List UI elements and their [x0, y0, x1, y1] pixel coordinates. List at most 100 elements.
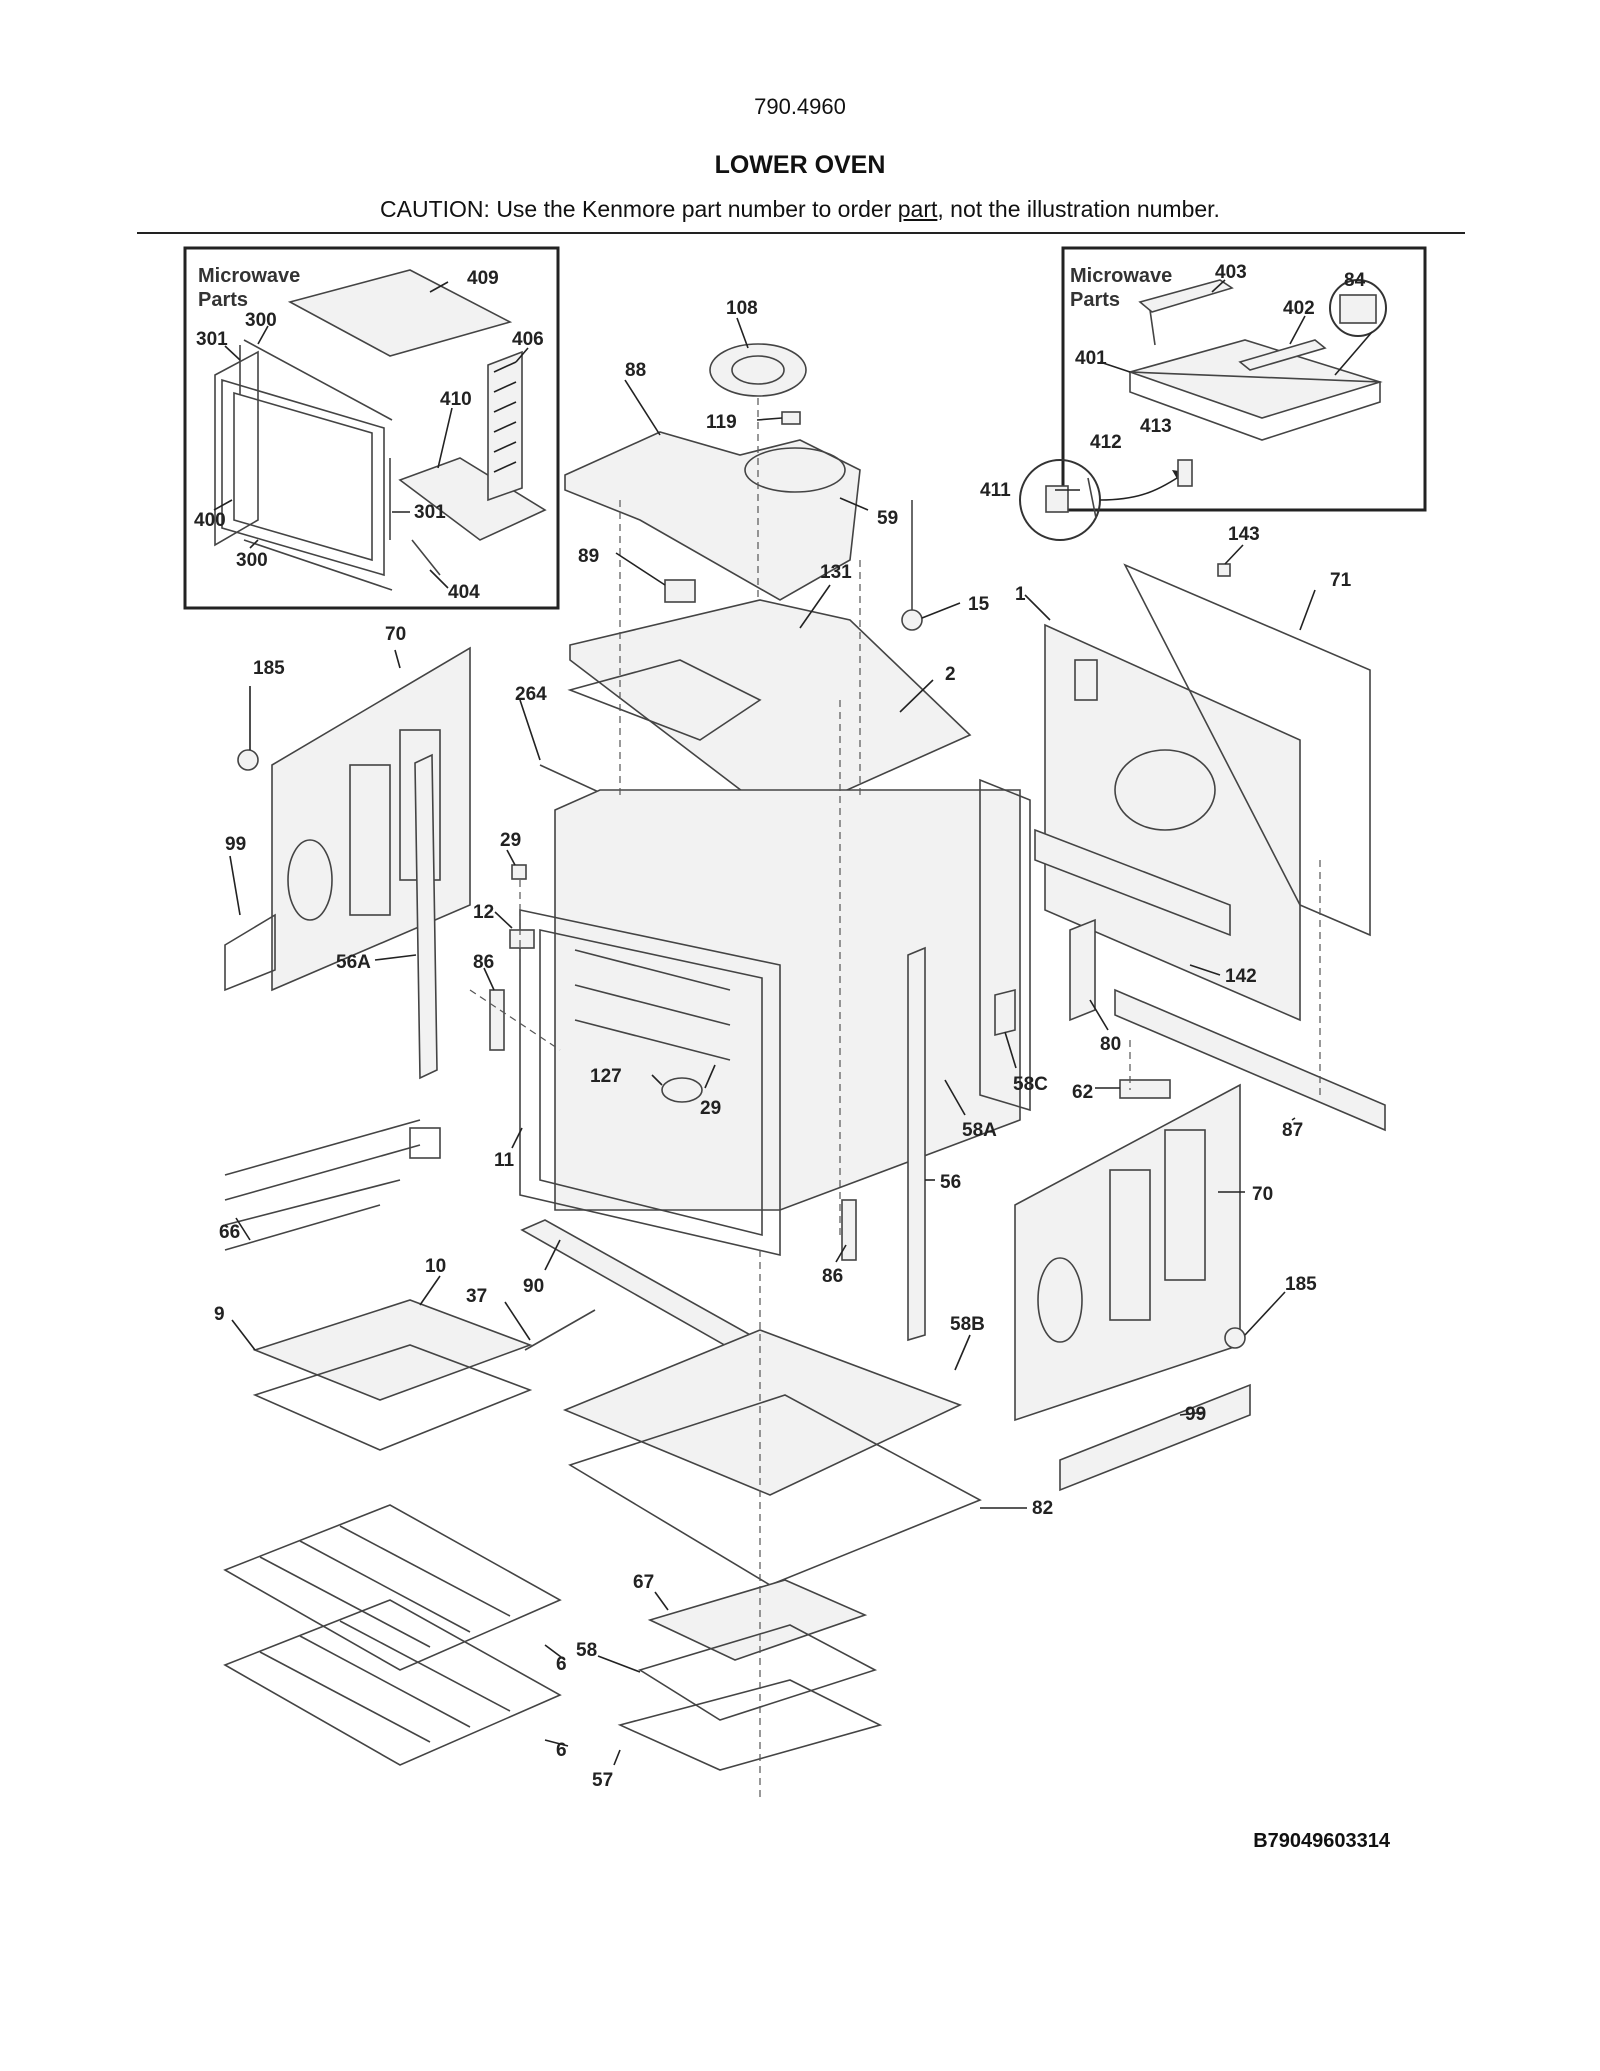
callout-99-left: 99	[225, 834, 246, 855]
side-panel-right-70	[1014, 1083, 1241, 1422]
fan-housing	[564, 431, 861, 601]
callout-142: 142	[1225, 966, 1257, 987]
mw-bottom-panel	[398, 457, 547, 541]
callout-66: 66	[219, 1222, 240, 1243]
callout-86-left: 86	[473, 952, 494, 973]
callout-56a: 56A	[336, 952, 371, 973]
callout-58b: 58B	[950, 1314, 985, 1335]
caution-text-suffix: , not the illustration number.	[937, 196, 1220, 222]
callout-401: 401	[1075, 348, 1107, 369]
callout-57: 57	[592, 1770, 613, 1791]
element-mount	[409, 1127, 441, 1159]
callout-62: 62	[1072, 1082, 1093, 1103]
callout-301-side: 301	[414, 502, 446, 523]
mw-top-panel	[287, 269, 513, 357]
mw-trim-bottom	[243, 539, 393, 591]
element-67	[647, 1579, 868, 1661]
header-divider	[137, 232, 1465, 234]
model-number: 790.4960	[754, 94, 846, 119]
bracket-80	[1069, 918, 1096, 1022]
cover-58	[638, 1624, 878, 1721]
mw-fuse-411	[1045, 485, 1069, 513]
microwave-box-right-title-1: Microwave	[1070, 265, 1172, 287]
callout-12: 12	[473, 902, 494, 923]
callout-411: 411	[980, 480, 1011, 501]
bottom-frame-82	[568, 1394, 982, 1586]
callout-56: 56	[940, 1172, 961, 1193]
callout-185-left: 185	[253, 658, 285, 679]
mw-cabinet-sides	[1129, 371, 1381, 441]
diagram-code: B79049603314	[1253, 1830, 1390, 1852]
callout-402: 402	[1283, 298, 1315, 319]
callout-15: 15	[968, 594, 990, 615]
cavity-side	[979, 778, 1031, 1112]
rail-56	[907, 946, 926, 1342]
top-plate	[569, 599, 972, 821]
microwave-box-left-title-2: Parts	[198, 289, 248, 311]
mw-vent-grille	[487, 350, 523, 502]
callout-11: 11	[494, 1150, 515, 1171]
callout-410: 410	[440, 389, 472, 410]
rail-56a	[414, 753, 438, 1080]
callout-413: 413	[1140, 416, 1172, 437]
plug-185-right	[1224, 1327, 1246, 1349]
rail-87	[1114, 988, 1386, 1132]
callout-1: 1	[1015, 584, 1026, 605]
convection-fan	[709, 343, 807, 397]
microwave-parts-box-left: Microwave Parts 409 300 301	[183, 246, 560, 610]
callout-29-bottom: 29	[700, 1098, 721, 1119]
mw-bracket-402	[1238, 339, 1327, 371]
callout-58c: 58C	[1013, 1074, 1048, 1095]
mw-switch-84	[1339, 294, 1377, 324]
mw-door-frame-inner	[233, 391, 373, 562]
callout-10: 10	[425, 1256, 446, 1277]
mw-door-frame-side	[214, 350, 259, 547]
callout-400: 400	[194, 510, 226, 531]
part-86-left	[489, 989, 505, 1051]
mw-door-frame	[221, 378, 385, 577]
liner-top-264	[567, 659, 762, 741]
oven-rack-1	[223, 1504, 562, 1671]
oven-rack-2	[223, 1599, 562, 1766]
callout-2: 2	[945, 664, 956, 685]
part-29	[511, 864, 527, 880]
broil-pan-9	[252, 1344, 533, 1451]
callout-131: 131	[820, 562, 852, 583]
terminal-62	[1119, 1079, 1171, 1099]
bracket-99-left	[224, 913, 276, 992]
callout-6-lower: 6	[556, 1740, 567, 1761]
callout-67: 67	[633, 1572, 654, 1593]
back-panel-1	[1044, 623, 1301, 1022]
bake-element-66	[224, 1119, 421, 1251]
callout-143: 143	[1228, 524, 1260, 545]
callout-80: 80	[1100, 1034, 1121, 1055]
part-86-right	[841, 1199, 857, 1261]
callout-119: 119	[706, 412, 737, 433]
callout-37: 37	[466, 1286, 487, 1307]
microwave-box-right-title-2: Parts	[1070, 289, 1120, 311]
detail-arrow	[1099, 471, 1187, 501]
callout-87: 87	[1282, 1120, 1303, 1141]
caution-text-underlined: part	[897, 196, 938, 222]
mw-rod	[411, 539, 441, 576]
callout-9: 9	[214, 1304, 225, 1325]
callout-6-upper: 6	[556, 1654, 567, 1675]
callout-108: 108	[726, 298, 758, 319]
rear-cover-71	[1123, 563, 1371, 937]
callout-404: 404	[448, 582, 480, 603]
microwave-parts-box-right: Microwave Parts 403 84 402 401 412 413 4…	[980, 246, 1427, 541]
mw-bracket-403	[1138, 279, 1234, 313]
callout-409: 409	[467, 268, 499, 289]
callout-84: 84	[1344, 270, 1366, 291]
microwave-box-left-title-1: Microwave	[198, 265, 300, 287]
callout-301-top: 301	[196, 329, 228, 350]
part-119	[781, 411, 801, 425]
part-58c	[994, 988, 1016, 1037]
callout-300-top: 300	[245, 310, 277, 331]
door-frame-11	[519, 909, 781, 1257]
oven-assembly: 108 88 119 59 89 131 15 143 71 1 2 70 18…	[214, 298, 1386, 1800]
light-127	[661, 1077, 703, 1103]
callout-58: 58	[576, 1640, 597, 1661]
callout-82: 82	[1032, 1498, 1053, 1519]
